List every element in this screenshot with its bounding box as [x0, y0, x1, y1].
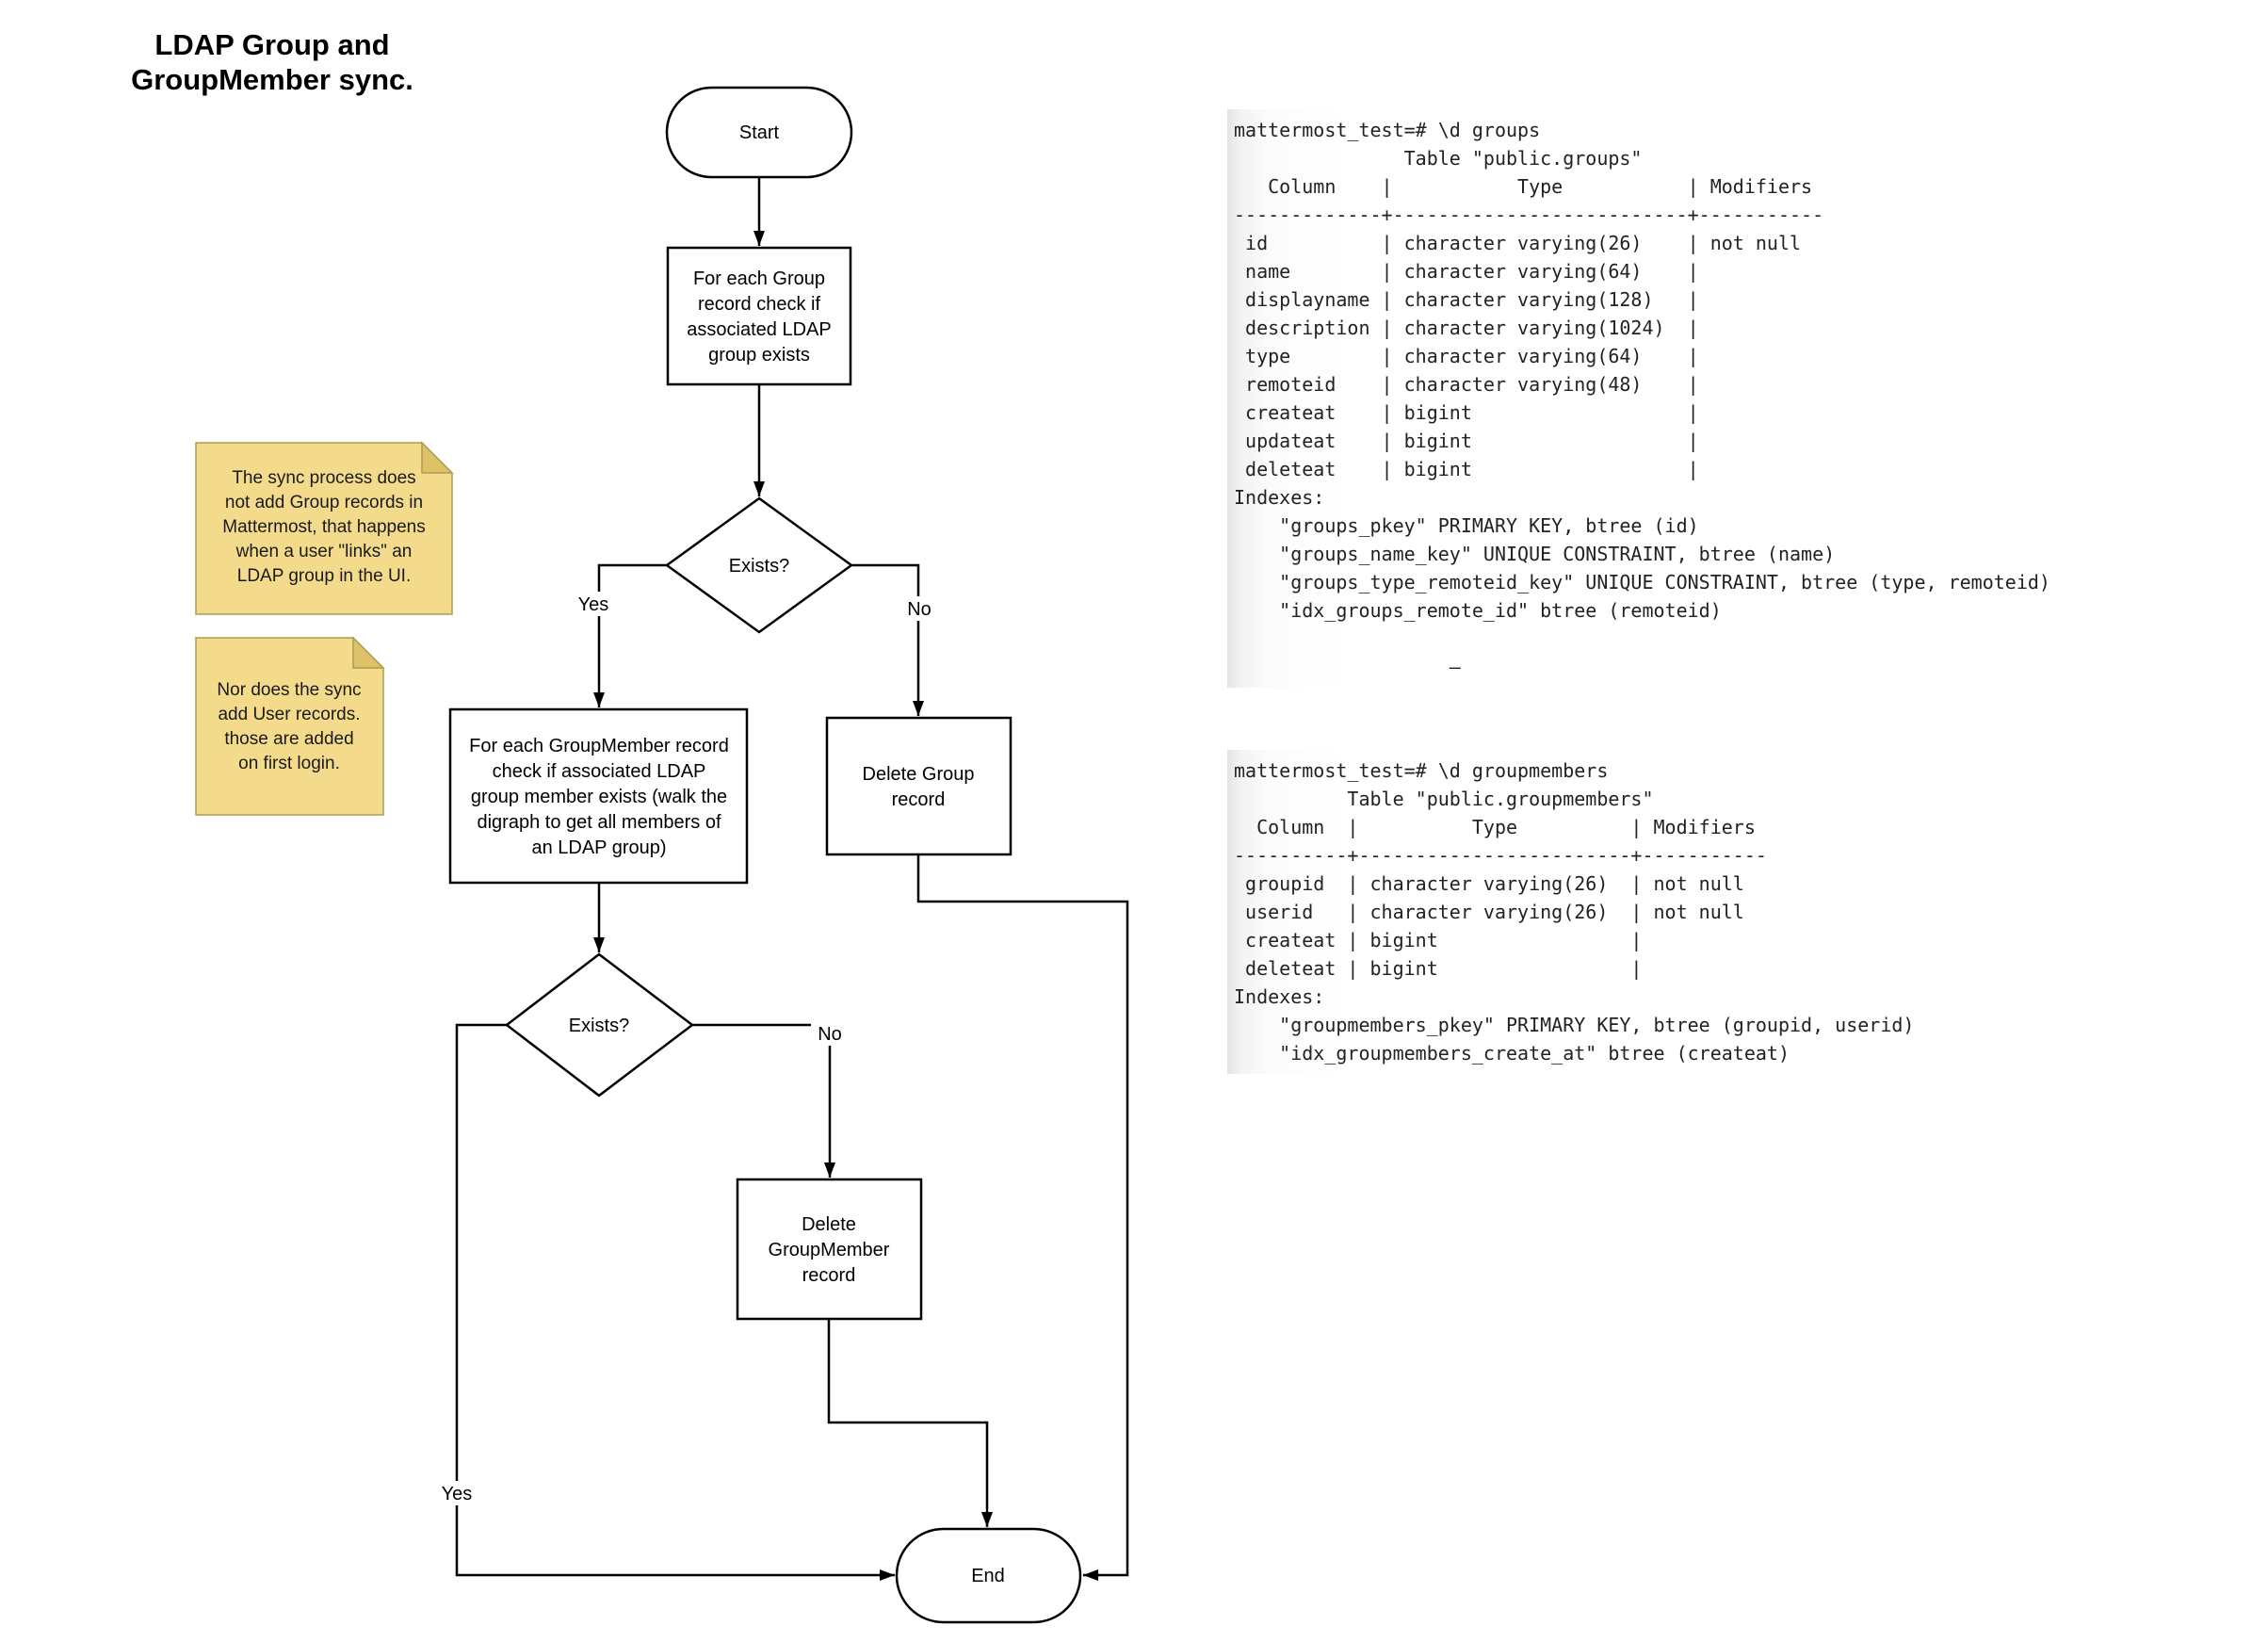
- edge-exists2-yes: [455, 1023, 895, 1581]
- start-node-shape: [665, 86, 853, 179]
- page-title-line-2: GroupMember sync.: [131, 63, 413, 96]
- decision-exists-2: Exists?: [504, 952, 695, 1097]
- process-delete-group-line: Delete Group: [863, 764, 975, 785]
- edge-exists1-no: [851, 563, 924, 716]
- terminal-output-groups-table: mattermost_test=# \d groups Table "publi…: [1227, 109, 2178, 688]
- sticky-note-2-line: those are added: [224, 729, 353, 749]
- process-delete-groupmember-line: GroupMember: [769, 1240, 890, 1260]
- sticky-note-2-body: [195, 637, 384, 816]
- process-check-groupmember-shape: [448, 707, 749, 885]
- decision-exists-1: Exists?: [664, 496, 854, 634]
- edge-exists1-yes: [593, 563, 667, 707]
- terminal-output-groupmembers-table: mattermost_test=# \d groupmembers Table …: [1227, 750, 1964, 1074]
- sticky-note-2-line: add User records.: [218, 705, 360, 724]
- page-title-line-1: LDAP Group and: [154, 28, 389, 61]
- process-delete-group: Delete Group record: [825, 716, 1012, 856]
- decision-exists-2-label: Exists?: [569, 1016, 629, 1036]
- process-check-group-line: group exists: [708, 345, 810, 366]
- process-check-groupmember: For each GroupMember record check if ass…: [448, 707, 749, 885]
- note-fold-icon: [352, 636, 385, 669]
- process-check-group: For each Group record check if associate…: [666, 246, 852, 386]
- edge-delete-groupmember-to-end: [827, 1319, 993, 1527]
- process-check-group-line: associated LDAP: [687, 319, 831, 340]
- start-node: Start: [665, 86, 853, 179]
- sticky-note-1-line: Mattermost, that happens: [222, 517, 425, 537]
- process-check-group-shape: [666, 246, 852, 386]
- sticky-note-2-line: Nor does the sync: [217, 680, 361, 700]
- process-delete-group-shape: [825, 716, 1012, 856]
- process-delete-group-line: record: [892, 789, 946, 810]
- edge-label-yes-2-text: Yes: [442, 1484, 473, 1504]
- edge-label-no-2-text: No: [818, 1024, 842, 1045]
- edge-label-no-1-bg: [900, 596, 938, 621]
- edge-exists2-no: [692, 1023, 835, 1178]
- end-node-shape: [895, 1527, 1082, 1624]
- edge-label-no-1: No: [900, 596, 938, 621]
- edge-label-yes-1-text: Yes: [578, 594, 609, 615]
- decision-exists-2-shape: [504, 952, 695, 1097]
- process-check-group-line: For each Group: [693, 268, 825, 289]
- process-check-groupmember-line: digraph to get all members of: [477, 812, 721, 833]
- sticky-note-1-line: when a user "links" an: [235, 542, 413, 561]
- process-delete-groupmember-line: record: [802, 1265, 856, 1286]
- edge-label-yes-1: Yes: [571, 592, 616, 616]
- process-check-group-line: record check if: [698, 294, 820, 315]
- end-node-label: End: [971, 1566, 1005, 1586]
- sticky-note-1: The sync process does not add Group reco…: [195, 441, 454, 615]
- edge-label-yes-1-bg: [571, 592, 616, 616]
- process-delete-groupmember: Delete GroupMember record: [736, 1178, 923, 1321]
- process-delete-groupmember-shape: [736, 1178, 923, 1321]
- edge-label-yes-2: Yes: [434, 1481, 479, 1505]
- process-check-groupmember-line: group member exists (walk the: [471, 787, 727, 807]
- process-delete-groupmember-line: Delete: [802, 1214, 856, 1235]
- edge-label-no-1-text: No: [907, 599, 932, 620]
- edge-label-yes-2-bg: [434, 1481, 479, 1505]
- process-check-groupmember-line: an LDAP group): [531, 837, 666, 858]
- edge-label-no-2-bg: [811, 1021, 849, 1046]
- edge-label-no-2: No: [811, 1021, 849, 1046]
- sticky-note-1-line: LDAP group in the UI.: [237, 566, 411, 586]
- decision-exists-1-label: Exists?: [729, 556, 789, 577]
- decision-exists-1-shape: [664, 496, 854, 634]
- start-node-label: Start: [739, 122, 780, 143]
- end-node: End: [895, 1527, 1082, 1624]
- sticky-note-1-line: The sync process does: [232, 468, 415, 488]
- process-check-groupmember-line: check if associated LDAP: [493, 761, 706, 782]
- note-fold-icon: [421, 441, 454, 474]
- sticky-note-1-line: not add Group records in: [225, 493, 423, 512]
- sticky-note-1-body: [195, 442, 453, 615]
- process-check-groupmember-line: For each GroupMember record: [469, 736, 729, 756]
- sticky-note-2-line: on first login.: [238, 754, 340, 773]
- sticky-note-2: Nor does the sync add User records. thos…: [195, 636, 385, 816]
- edge-delete-group-to-end: [916, 854, 1129, 1581]
